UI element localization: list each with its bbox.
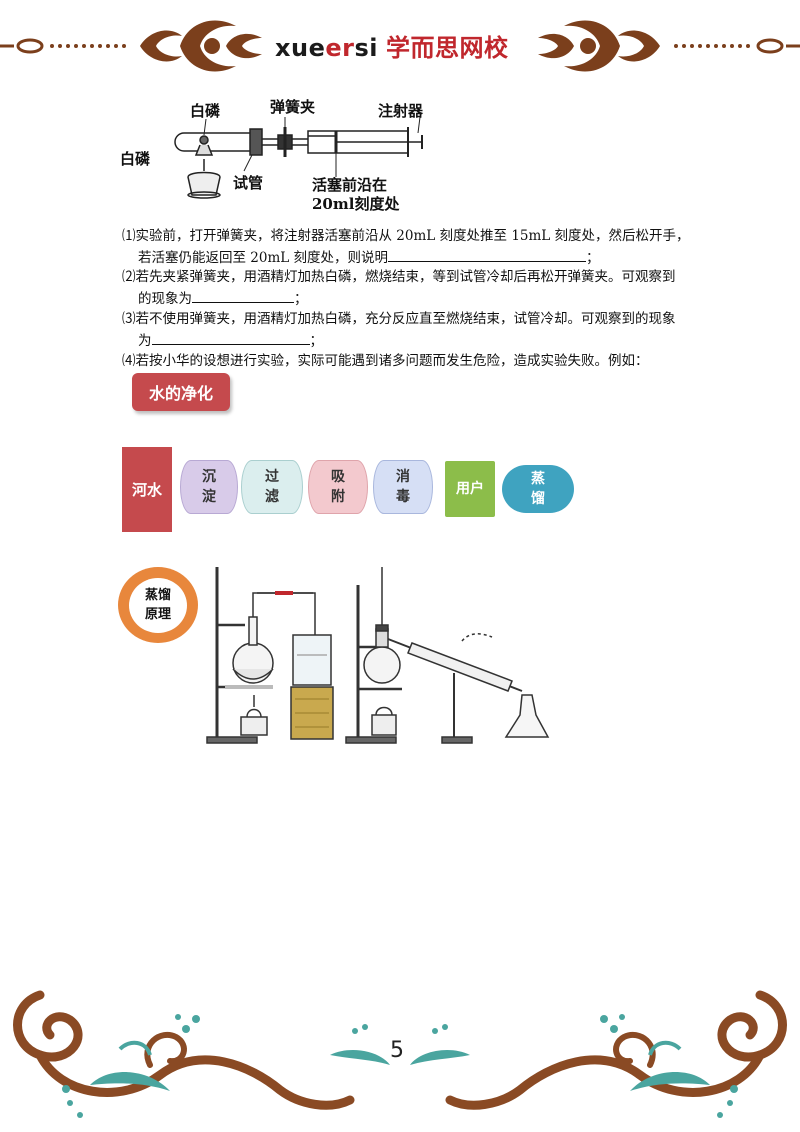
question-2: ⑵若先夹紧弹簧夹，用酒精灯加热白磷，燃烧结束，等到试管冷却后再松开弹簧夹。可观察… — [122, 267, 676, 310]
question-3-line2: 为 — [138, 333, 152, 349]
answer-blank-3[interactable] — [151, 330, 310, 345]
question-3-number: ⑶ — [122, 311, 136, 327]
page-header-ornament — [0, 20, 800, 72]
label-piston-line2: 20ml刻度处 — [312, 195, 400, 213]
stage-disinfection: 消毒 — [373, 460, 433, 514]
stage-adsorption-char2: 附 — [331, 489, 345, 505]
question-1: ⑴实验前，打开弹簧夹，将注射器活塞前沿从 20mL 刻度处推至 15mL 刻度处… — [122, 226, 690, 269]
question-3-line1: 若不使用弹簧夹，用酒精灯加热白磷，充分反应直至燃烧结束，试管冷却。可观察到的现象 — [135, 311, 676, 327]
question-3-suffix: ； — [309, 333, 324, 349]
stage-river-water: 河水 — [122, 447, 172, 532]
page-number: 5 — [390, 1038, 404, 1063]
question-1-suffix: ； — [586, 250, 600, 266]
label-white-phosphorus-left: 白磷 — [120, 150, 151, 168]
question-2-line2: 的现象为 — [138, 291, 192, 307]
stage-sedimentation-char1: 沉 — [202, 469, 216, 485]
phosphorus-apparatus-diagram — [174, 116, 423, 199]
label-piston-line1: 活塞前沿在 — [312, 176, 388, 194]
stage-disinfection-char2: 毒 — [396, 489, 410, 505]
question-2-number: ⑵ — [122, 269, 136, 285]
stage-filtration-char1: 过 — [265, 469, 279, 485]
question-3: ⑶若不使用弹簧夹，用酒精灯加热白磷，充分反应直至燃烧结束，试管冷却。可观察到的现… — [122, 309, 676, 352]
page-footer-ornament — [13, 990, 787, 1118]
question-1-number: ⑴ — [122, 228, 136, 244]
question-4: ⑷若按小华的设想进行实验，实际可能遇到诸多问题而发生危险，造成实验失败。例如： — [122, 351, 649, 372]
question-1-line2: 若活塞仍能返回至 20mL 刻度处，则说明 — [138, 250, 389, 266]
question-1-line1: 实验前，打开弹簧夹，将注射器活塞前沿从 20mL 刻度处推至 15mL 刻度处，… — [135, 228, 690, 244]
label-test-tube: 试管 — [233, 174, 264, 192]
brand-text-c: si — [354, 34, 378, 62]
stage-adsorption: 吸附 — [308, 460, 368, 514]
stage-filtration: 过滤 — [241, 460, 303, 514]
question-2-suffix: ； — [294, 291, 308, 307]
stage-filtration-char2: 滤 — [265, 489, 279, 505]
stage-sedimentation: 沉淀 — [180, 460, 238, 514]
distillation-principle-badge: 蒸馏原理 — [118, 567, 198, 643]
label-white-phosphorus-top: 白磷 — [190, 102, 221, 120]
stage-disinfection-char1: 消 — [396, 469, 410, 485]
label-spring-clamp: 弹簧夹 — [270, 98, 316, 116]
simple-distillation-diagram — [206, 567, 334, 744]
condenser-distillation-diagram — [345, 567, 550, 744]
stage-distillation-char2: 馏 — [531, 491, 545, 507]
brand-text-cn: 学而思网校 — [385, 34, 509, 62]
principle-line1: 蒸馏 — [144, 588, 171, 603]
question-4-number: ⑷ — [122, 353, 136, 369]
distillation-principle-label: 蒸馏原理 — [129, 577, 187, 633]
brand-text-a: xue — [275, 34, 326, 62]
stage-distillation: 蒸馏 — [502, 465, 574, 513]
principle-line2: 原理 — [144, 607, 171, 622]
question-4-line1: 若按小华的设想进行实验，实际可能遇到诸多问题而发生危险，造成实验失败。例如： — [135, 353, 649, 369]
brand-text-b: er — [325, 34, 355, 62]
answer-blank-2[interactable] — [192, 288, 294, 303]
label-syringe: 注射器 — [378, 102, 424, 120]
stage-distillation-char1: 蒸 — [531, 471, 545, 487]
question-2-line1: 若先夹紧弹簧夹，用酒精灯加热白磷，燃烧结束，等到试管冷却后再松开弹簧夹。可观察到 — [135, 269, 676, 285]
section-title-water-purification: 水的净化 — [132, 373, 230, 411]
stage-user: 用户 — [445, 461, 495, 517]
stage-sedimentation-char2: 淀 — [202, 489, 216, 505]
stage-adsorption-char1: 吸 — [331, 469, 345, 485]
answer-blank-1[interactable] — [388, 247, 587, 262]
